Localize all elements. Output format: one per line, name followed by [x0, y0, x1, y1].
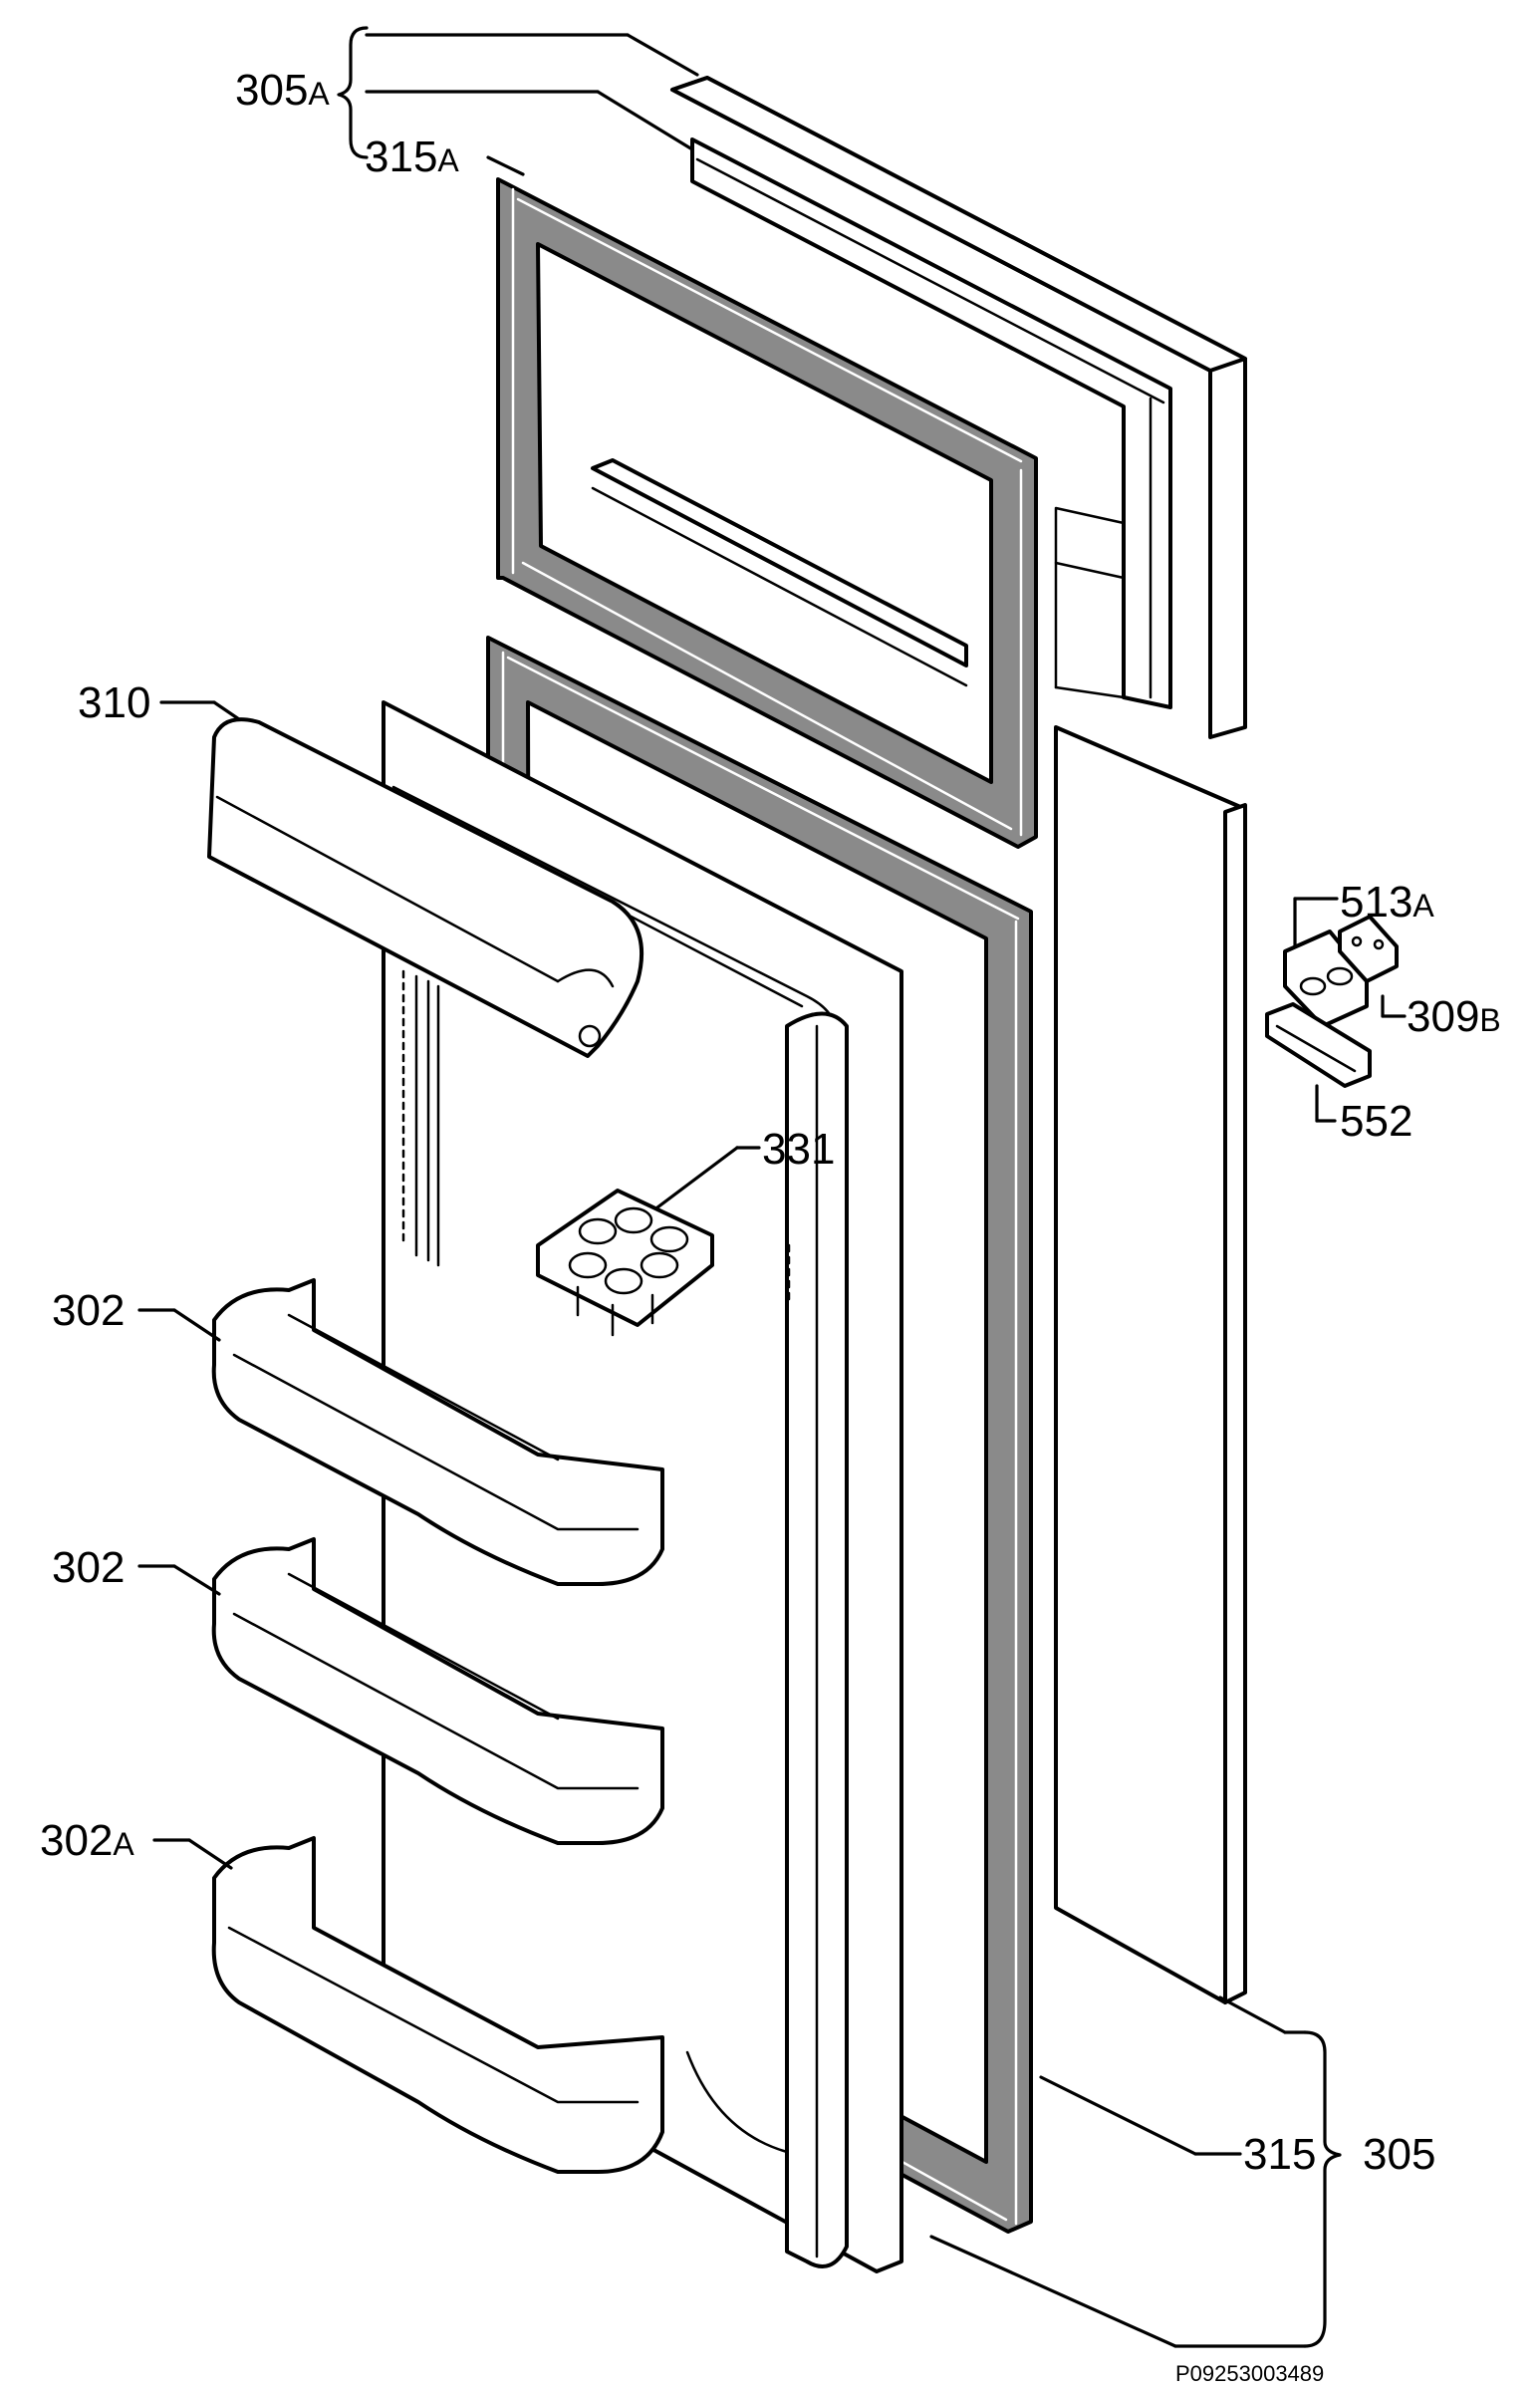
freezer-gasket-part — [496, 177, 1038, 849]
document-code: P09253003489 — [1175, 2361, 1324, 2386]
label-305a: 305A — [235, 66, 330, 115]
fridge-door-part — [1054, 725, 1247, 2004]
label-552: 552 — [1340, 1097, 1412, 1146]
label-305: 305 — [1363, 2130, 1435, 2179]
egg-tray-part — [536, 1189, 714, 1337]
label-315a: 315A — [365, 133, 459, 181]
label-302-middle: 302 — [52, 1543, 125, 1592]
hinge-bracket-part — [1265, 1002, 1372, 1088]
label-331: 331 — [762, 1125, 835, 1174]
door-shelf-bottom-part — [211, 1836, 664, 2174]
callout-lines — [137, 26, 1407, 2348]
label-302a: 302A — [40, 1816, 134, 1865]
hinge-plate-part — [1338, 915, 1399, 983]
door-shelf-middle-part — [211, 1537, 664, 1845]
label-309b: 309B — [1407, 992, 1501, 1041]
label-315: 315 — [1243, 2130, 1316, 2179]
label-302-upper: 302 — [52, 1286, 125, 1335]
door-shelf-upper-part — [211, 1278, 664, 1586]
label-513a: 513A — [1340, 878, 1434, 927]
label-310: 310 — [78, 678, 150, 727]
part-labels: 305A 315A 310 513A 309B 552 331 302 302 … — [40, 66, 1501, 2386]
freezer-door-part — [670, 76, 1247, 739]
